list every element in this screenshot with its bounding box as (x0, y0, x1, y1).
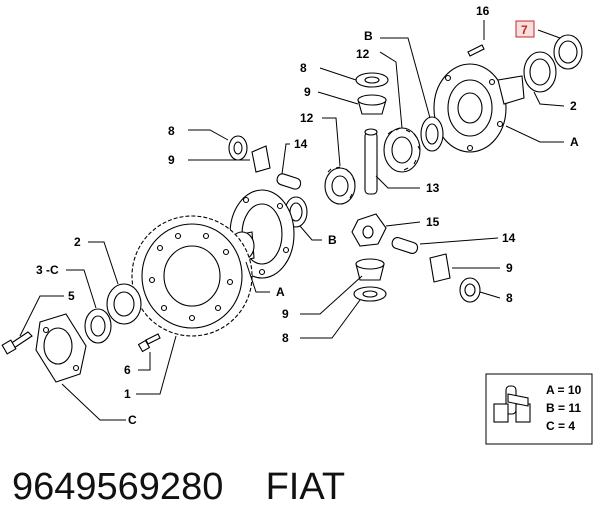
part-9-pinion-bottom (355, 258, 385, 281)
part-7-seal (553, 34, 583, 70)
part-3-seal (84, 308, 112, 344)
label-part-15: 15 (426, 215, 440, 229)
legend-c: C = 4 (546, 419, 575, 433)
label-part-A-right: A (570, 135, 579, 149)
footer-caption: 9649569280 FIAT (12, 466, 345, 509)
label-part-7-highlighted: 7 (521, 23, 528, 37)
label-part-6: 6 (124, 363, 131, 377)
part-15-spider (351, 213, 387, 247)
part-14-roller-top (276, 173, 302, 190)
quantity-legend: A = 10 B = 11 C = 4 (485, 373, 593, 445)
label-part-2-right: 2 (570, 99, 577, 113)
label-part-9-left: 9 (168, 153, 175, 167)
leader-lines (19, 20, 565, 421)
label-part-9-bottom: 9 (282, 307, 289, 321)
part-12-side-gear-mid (324, 166, 356, 205)
part-8-washer-top (355, 72, 389, 88)
part-5-bolt (1, 331, 33, 355)
label-part-C: C (128, 413, 137, 427)
part-13-shaft (364, 128, 378, 195)
part-6-screw (137, 333, 161, 353)
part-2-bearing-left (106, 283, 142, 325)
label-part-14-right: 14 (502, 231, 516, 245)
label-part-1: 1 (124, 387, 131, 401)
label-part-B-top: B (364, 29, 373, 43)
part-C-flange (35, 313, 87, 383)
part-9-pinion-left (251, 145, 271, 173)
part-2-bearing-right (523, 51, 557, 93)
label-part-B-mid: B (328, 233, 337, 247)
label-part-8-top: 8 (300, 61, 307, 75)
part-number: 9649569280 (12, 466, 224, 508)
label-part-13: 13 (426, 181, 440, 195)
label-part-2-left: 2 (74, 235, 81, 249)
part-8-washer-right (459, 277, 481, 303)
legend-b: B = 11 (546, 401, 581, 415)
part-8-washer-left (228, 135, 248, 161)
part-1-ring-gear (131, 215, 253, 337)
legend-a: A = 10 (546, 383, 582, 397)
brand-name: FIAT (265, 466, 346, 508)
label-part-8-left: 8 (168, 124, 175, 138)
footer-gap (223, 466, 265, 508)
part-16-pin (467, 44, 485, 57)
label-part-9-top: 9 (304, 85, 311, 99)
label-part-5: 5 (68, 289, 75, 303)
label-part-3-C: 3 -C (36, 263, 59, 277)
highlight-box-part-7 (515, 20, 535, 38)
legend-kit-icon (493, 385, 531, 423)
part-8-washer-bottom (353, 286, 387, 302)
label-part-8-bottom: 8 (282, 331, 289, 345)
label-part-9-right: 9 (506, 261, 513, 275)
label-part-14-top: 14 (294, 137, 308, 151)
label-part-12-top: 12 (356, 47, 370, 61)
part-9-pinion-right (429, 253, 451, 283)
label-part-A-mid: A (276, 285, 285, 299)
label-part-16: 16 (476, 4, 490, 18)
part-12-side-gear-top (383, 127, 421, 173)
part-14-roller-right (391, 236, 419, 254)
label-part-12-mid: 12 (300, 111, 314, 125)
label-part-8-right: 8 (506, 291, 513, 305)
part-A-housing-right (433, 63, 525, 153)
part-B-washer-top (420, 116, 444, 152)
part-9-pinion-top (357, 94, 387, 115)
